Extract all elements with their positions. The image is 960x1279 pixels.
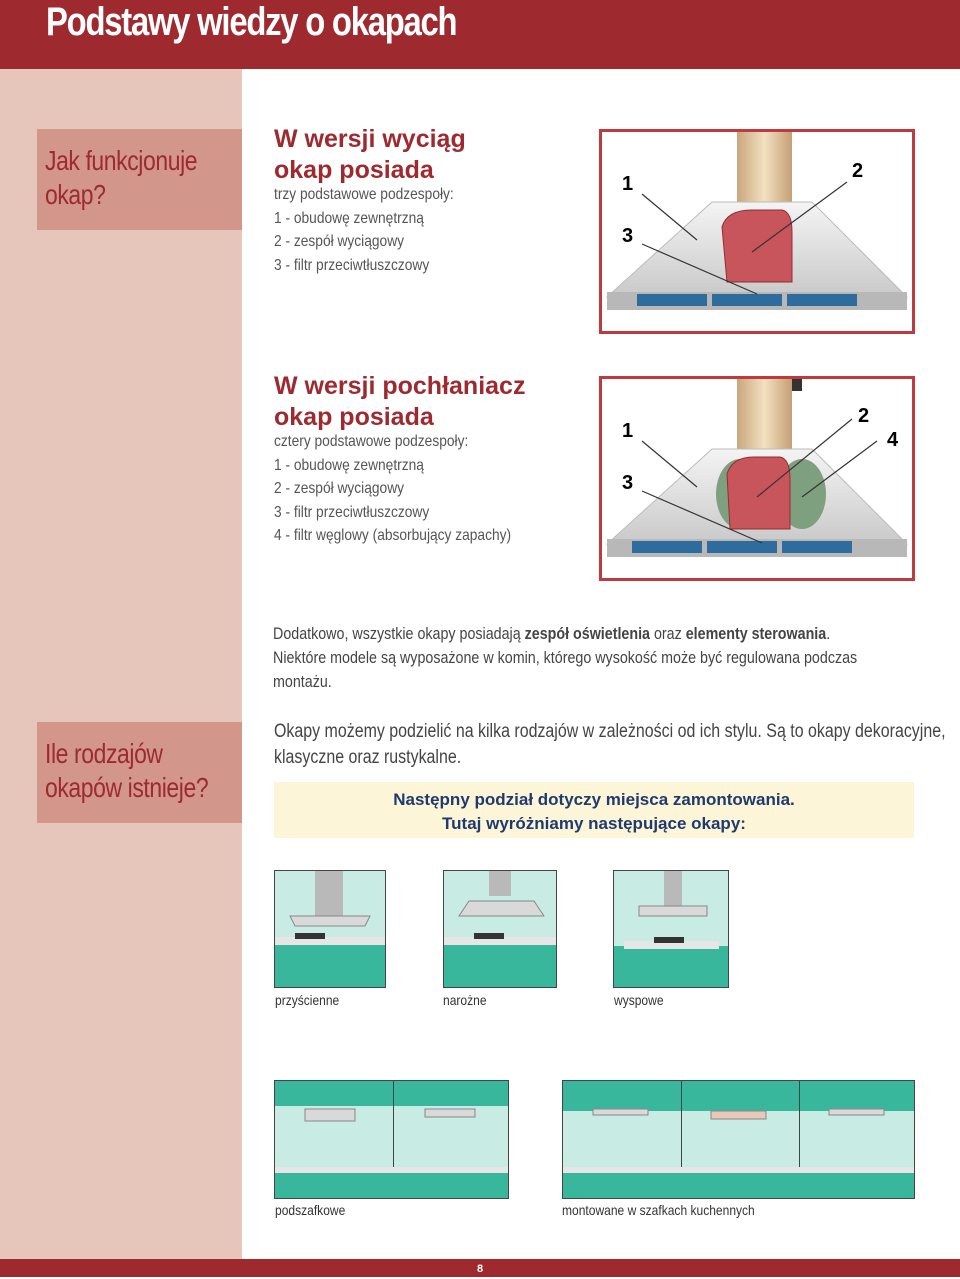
description-line: 1 - obudowę zewnętrzną [274,456,424,474]
heading-line: okap posiada [274,156,434,184]
section-heading-absorber: W wersji pochłaniacz okap posiada [274,371,525,433]
highlight-line: Następny podział dotyczy miejsca zamonto… [393,790,795,809]
sidebar-box-line: okapów istnieje? [45,772,209,803]
page-number: 8 [476,1263,484,1275]
label-3: 3 [622,472,633,494]
caption-wall: przyścienne [275,992,340,1008]
thumbnail-island-hood [613,870,729,988]
label-3: 3 [622,225,633,247]
description-line: 1 - obudowę zewnętrzną [274,209,424,227]
paragraph-line: Dodatkowo, wszystkie okapy posiadają zes… [273,622,857,646]
description-line: 2 - zespół wyciągowy [274,480,405,497]
label-1: 1 [622,420,633,442]
description-line: 2 - zespół wyciągowy [274,233,405,250]
heading-line: W wersji wyciąg [274,125,466,153]
page-title: Podstawy wiedzy o okapach [46,0,458,44]
label-2: 2 [852,160,863,182]
section-description-absorber: cztery podstawowe podzespoły: 1 - obudow… [274,430,550,548]
paragraph-line: montażu. [273,672,332,691]
bold-text: zespół oświetlenia [524,624,651,643]
page-header [0,0,960,69]
hood-illustration: 1 2 3 [602,132,912,331]
label-4: 4 [887,429,899,451]
section-description-extractor: trzy podstawowe podzespoły: 1 - obudowę … [274,183,483,277]
text-run: . [826,624,831,643]
description-line: 4 - filtr węglowy (absorbujący zapachy) [274,527,512,544]
additional-info-paragraph: Dodatkowo, wszystkie okapy posiadają zes… [273,622,960,694]
paragraph-line: Niektóre modele są wyposażone w komin, k… [273,648,858,667]
description-line: cztery podstawowe podzespoły: [274,433,469,450]
caption-built-in: montowane w szafkach kuchennych [562,1202,755,1218]
caption-corner: narożne [443,992,487,1008]
wall-hood-image [275,871,385,987]
built-in-image [563,1081,914,1198]
sidebar-box-line: Jak funkcjonuje [45,145,198,176]
types-paragraph: Okapy możemy podzielić na kilka rodzajów… [274,719,960,771]
sidebar-box-line: Ile rodzajów [45,738,163,769]
heading-line: W wersji pochłaniacz [274,372,526,400]
thumbnail-under-cabinet [274,1080,509,1199]
description-line: 3 - filtr przeciwtłuszczowy [274,256,430,274]
label-2: 2 [858,405,869,427]
thumbnail-wall-hood [274,870,386,988]
text-run: oraz [650,624,686,643]
bold-text: elementy sterowania [685,624,827,643]
footer-bar [0,1259,960,1277]
under-cabinet-image [275,1081,508,1198]
description-line: trzy podstawowe podzespoły: [274,186,454,203]
text-run: Dodatkowo, wszystkie okapy posiadają [273,624,525,643]
corner-hood-image [444,871,556,987]
description-line: 3 - filtr przeciwtłuszczowy [274,503,430,521]
paragraph-line: klasyczne oraz rustykalne. [274,747,462,768]
caption-island: wyspowe [614,992,664,1008]
thumbnail-corner-hood [443,870,557,988]
sidebar-box-types: Ile rodzajów okapów istnieje? [37,722,242,823]
island-hood-image [614,871,728,987]
sidebar [0,69,242,1259]
highlight-box: Następny podział dotyczy miejsca zamonto… [274,782,914,838]
highlight-line: Tutaj wyróżniamy następujące okapy: [442,814,746,833]
thumbnail-built-in [562,1080,915,1199]
hood-illustration: 1 2 3 4 [602,379,912,578]
section-heading-extractor: W wersji wyciąg okap posiada [274,124,466,186]
caption-under-cabinet: podszafkowe [275,1202,346,1218]
heading-line: okap posiada [274,403,434,431]
sidebar-box-how-works: Jak funkcjonuje okap? [37,129,242,230]
paragraph-line: Okapy możemy podzielić na kilka rodzajów… [274,721,946,742]
hood-diagram-absorber: 1 2 3 4 [599,376,915,581]
hood-diagram-extractor: 1 2 3 [599,129,915,334]
label-1: 1 [622,173,633,195]
sidebar-box-line: okap? [45,179,106,210]
